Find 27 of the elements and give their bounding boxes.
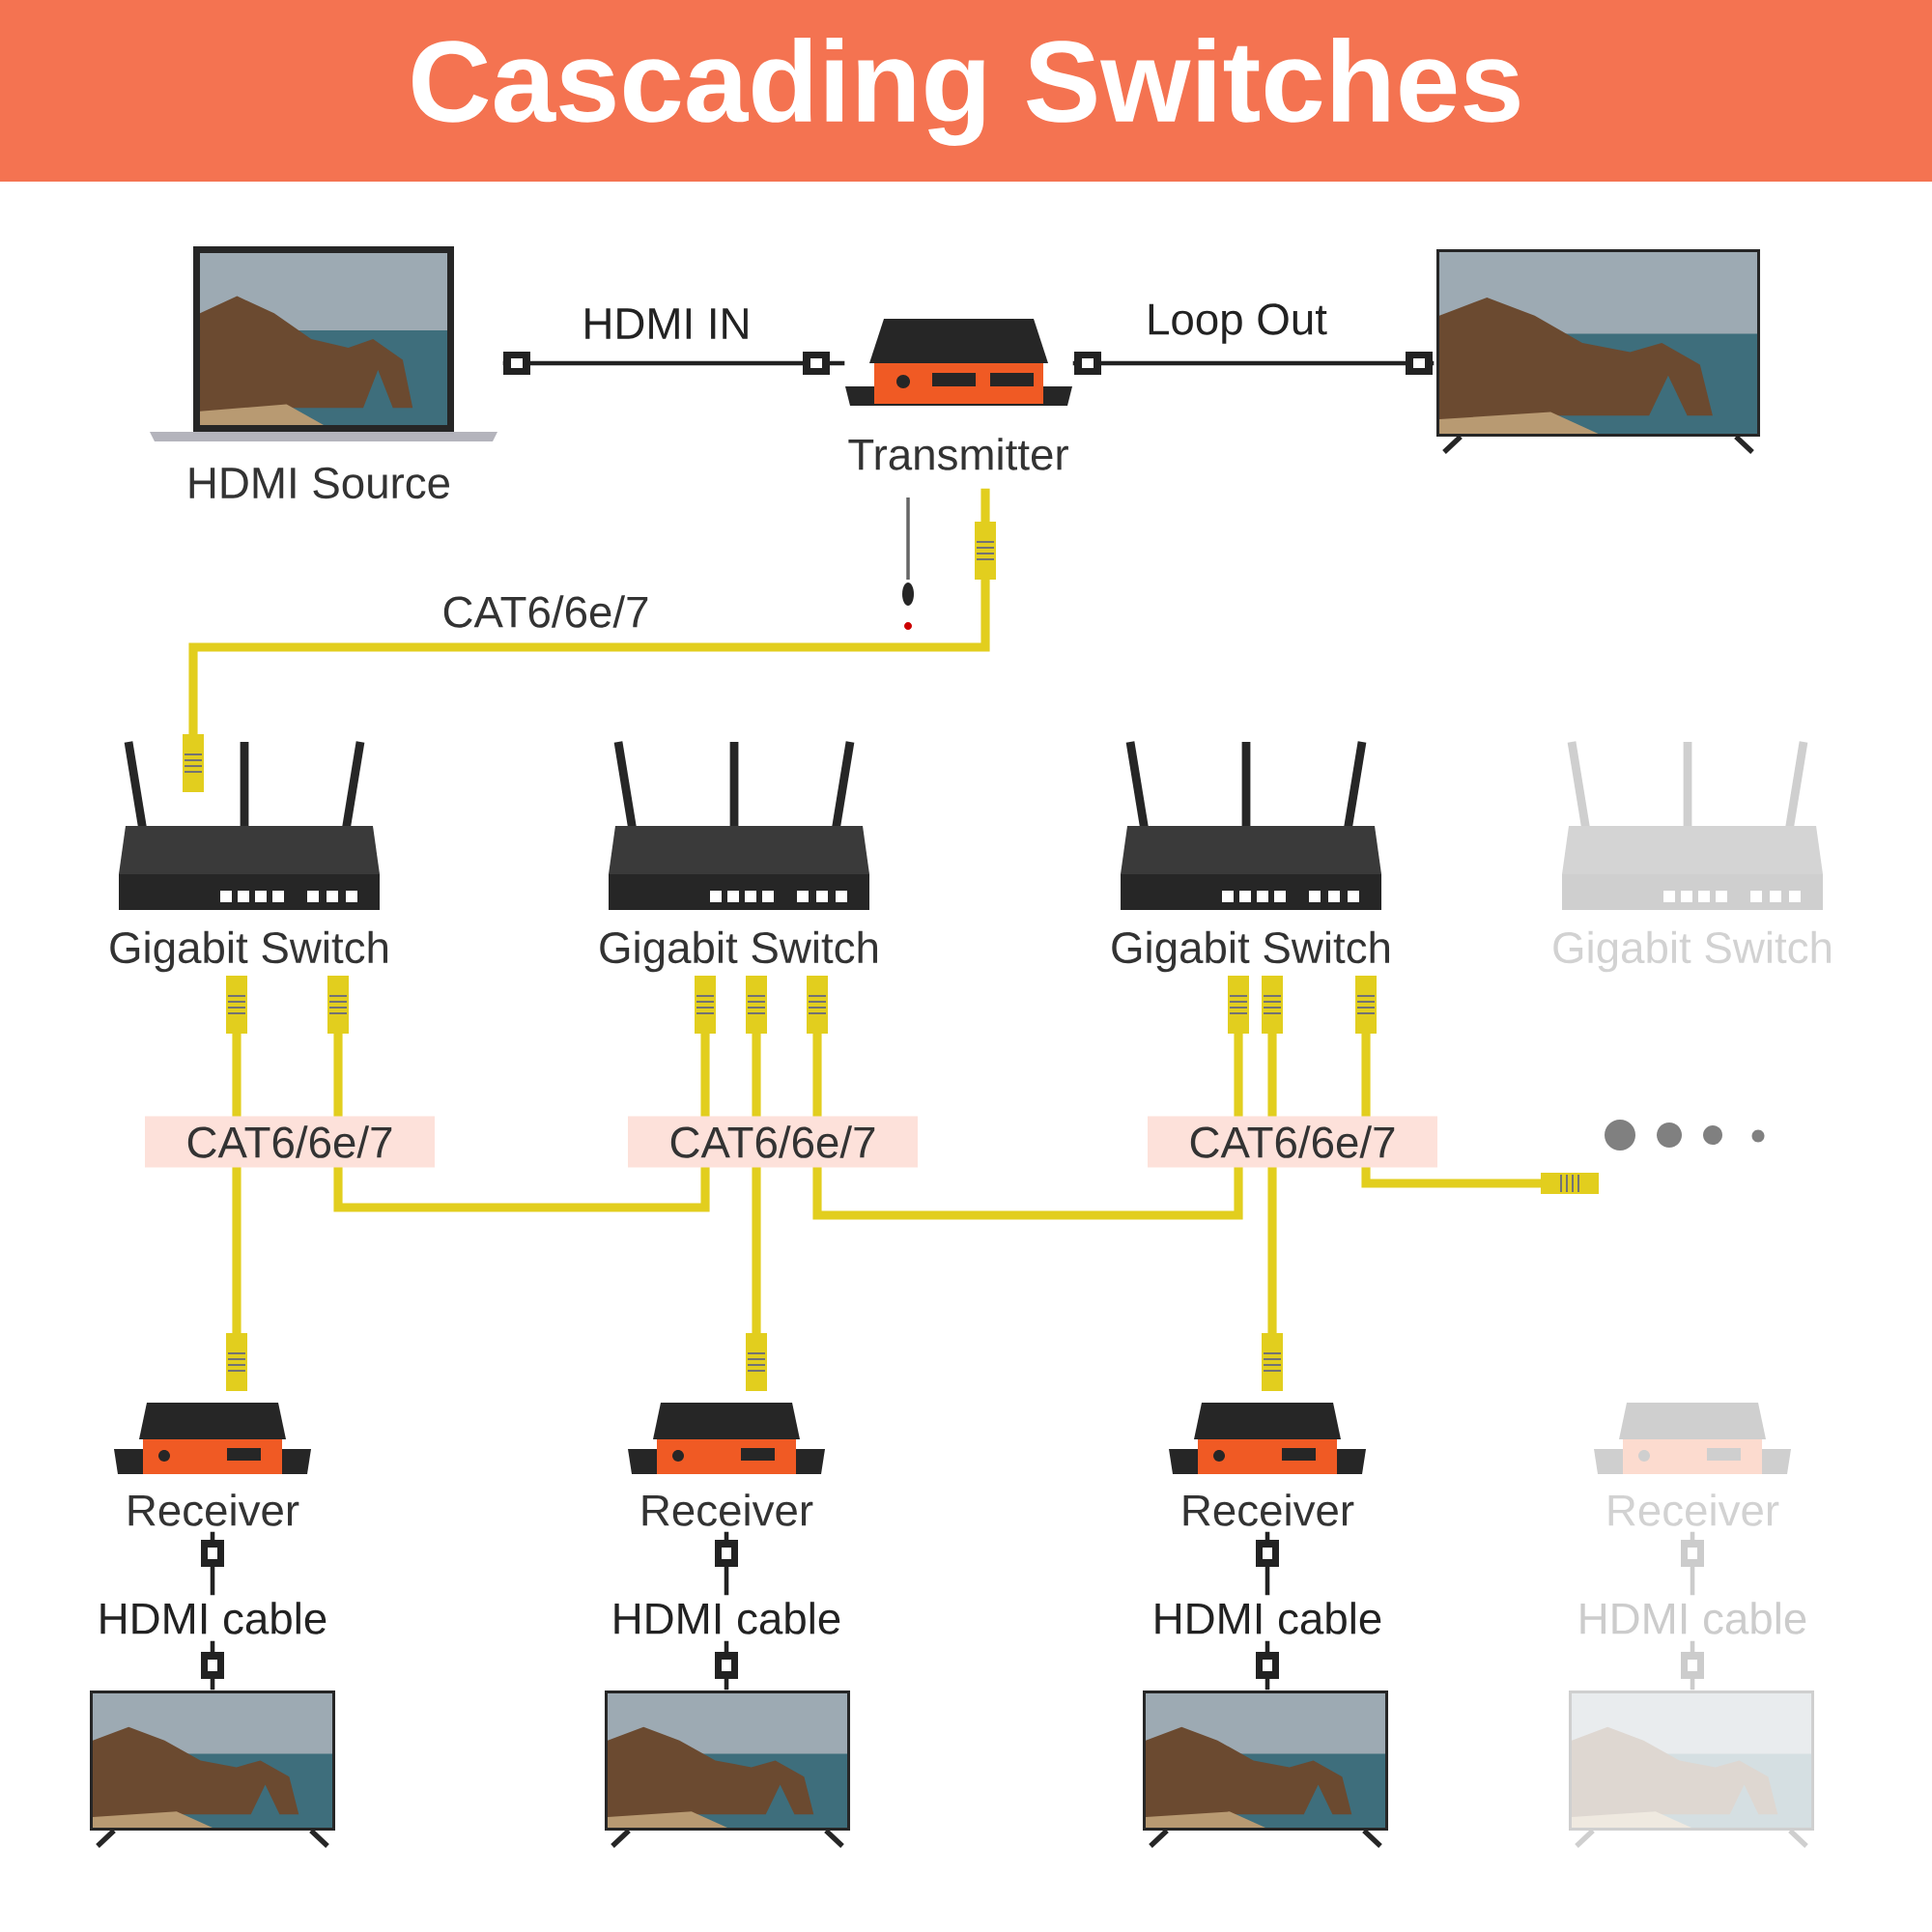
device-label: Receiver <box>1183 1493 1354 1526</box>
edge-label: HDMI cable <box>90 1595 335 1641</box>
tv-drawing <box>1436 249 1761 454</box>
edge-label: CAT6/6e/7 <box>435 588 657 635</box>
cable-label: CAT6/6e/7 <box>145 1116 435 1168</box>
edge-label: Loop Out <box>1139 297 1335 351</box>
tv-drawing <box>1143 1690 1388 1848</box>
tv-drawing <box>605 1690 850 1848</box>
device-label: Receiver <box>128 1493 299 1526</box>
network-cable <box>183 488 996 792</box>
device-label: Transmitter <box>848 438 1068 470</box>
edge-label: HDMI cable <box>1145 1595 1390 1641</box>
device-label: Gigabit Switch <box>600 930 877 973</box>
cable-label: CAT6/6e/7 <box>628 1116 918 1168</box>
title-banner: Cascading Switches <box>0 0 1932 182</box>
hdmi-cable <box>502 352 845 375</box>
device-label: Gigabit Switch <box>110 930 387 973</box>
device-label: Gigabit Switch <box>1112 930 1389 973</box>
ellipsis-dots <box>1605 1120 1765 1151</box>
edge-label: HDMI cable <box>604 1595 849 1641</box>
hdmi-cable <box>1072 352 1435 375</box>
device-label: HDMI Source <box>189 467 449 499</box>
device-label: Receiver <box>642 1493 813 1526</box>
tv-drawing <box>1569 1690 1814 1848</box>
tv-drawing <box>90 1690 335 1848</box>
cable-label: CAT6/6e/7 <box>1148 1116 1437 1168</box>
edge-label: HDMI IN <box>575 301 758 346</box>
